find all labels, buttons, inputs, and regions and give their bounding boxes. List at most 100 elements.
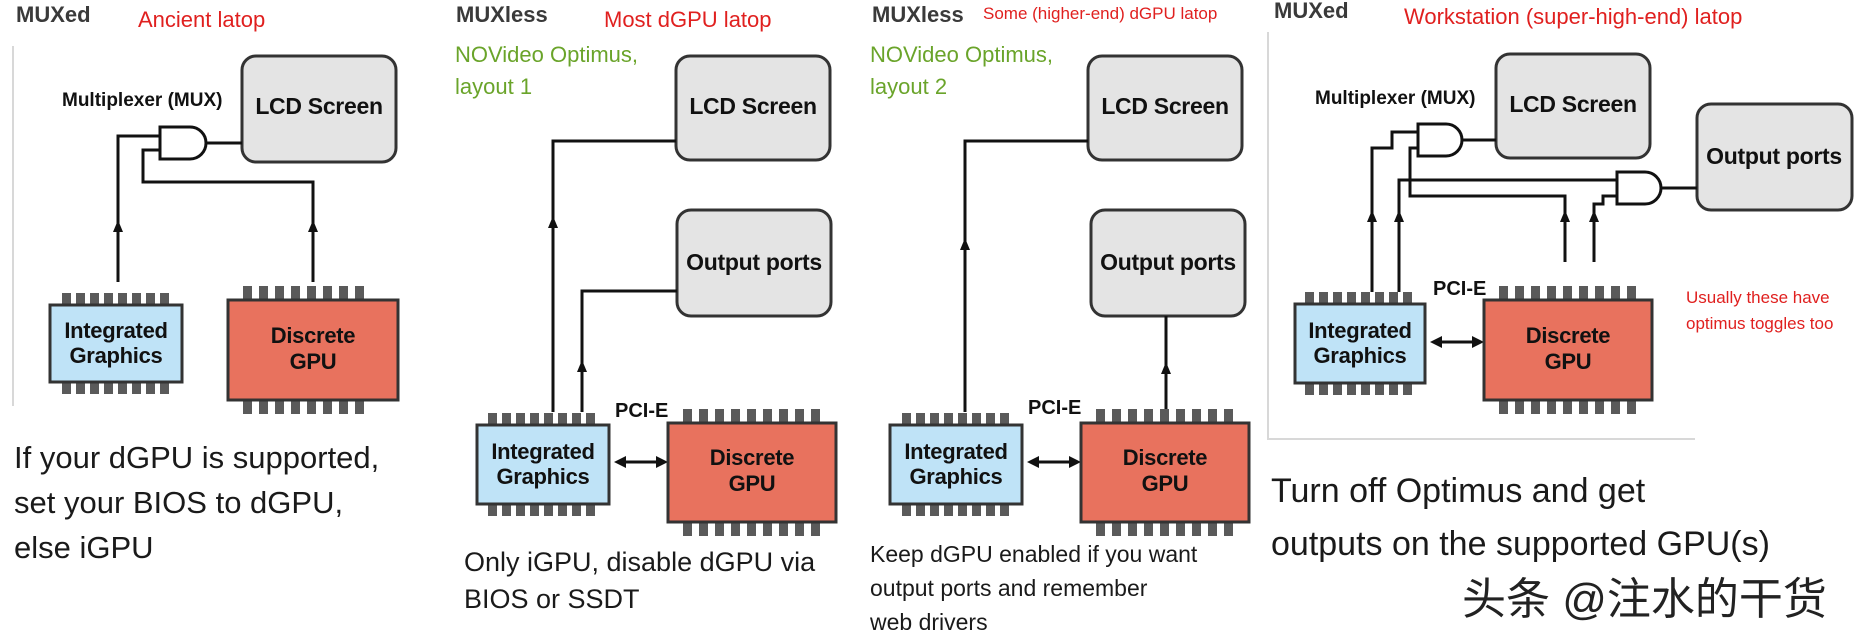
- panel-2-lcd-label: LCD Screen: [689, 93, 816, 119]
- panel-1-igpu-wire: [116, 134, 160, 282]
- panel-2-subtitle: Most dGPU latop: [604, 7, 772, 32]
- panel-3-header: MUXless: [872, 2, 964, 27]
- panel-4-arrow-1: [1367, 210, 1377, 222]
- panel-2: MUXless Most dGPU latop NOVideo Optimus,…: [455, 2, 838, 614]
- panel-3-caption-3: web drivers: [869, 609, 988, 635]
- panel-2-igpu-label-1: Integrated: [491, 439, 594, 464]
- panel-1-caption-1: If your dGPU is supported,: [14, 440, 379, 475]
- panel-3-igpu-label-2: Graphics: [910, 464, 1003, 489]
- panel-4-border-bottom: [1267, 438, 1695, 440]
- panel-4-arrow-3: [1560, 210, 1570, 222]
- panel-4-igpu-output-wire: [1397, 178, 1617, 292]
- panel-3-dgpu-label-2: GPU: [1142, 471, 1189, 496]
- panel-1-dgpu-label-2: GPU: [290, 349, 337, 374]
- panel-4-pcie-link: [1430, 336, 1484, 348]
- panel-1-subtitle: Ancient latop: [138, 7, 265, 32]
- panel-3-optimus-line-1: NOVideo Optimus,: [870, 42, 1053, 67]
- panel-3-lcd-label: LCD Screen: [1101, 93, 1228, 119]
- panel-4-dgpu-label-2: GPU: [1545, 349, 1592, 374]
- panel-4-igpu-lcd-wire: [1370, 130, 1418, 292]
- panel-4-caption-2: outputs on the supported GPU(s): [1271, 525, 1770, 563]
- panel-2-output-label: Output ports: [686, 249, 822, 275]
- panel-2-igpu-output-wire: [580, 289, 677, 412]
- panel-1-dgpu-chip: Discrete GPU: [226, 286, 400, 414]
- panel-4-arrow-2: [1394, 210, 1404, 222]
- panel-2-igpu-label-2: Graphics: [497, 464, 590, 489]
- panel-4-lcd-screen: [1494, 52, 1652, 160]
- panel-3-lcd-arrow: [960, 238, 970, 250]
- panel-4-dgpu-lcd-wire: [1408, 146, 1567, 262]
- panel-2-pcie-label: PCI-E: [615, 400, 668, 422]
- panel-2-pcie-link: [614, 456, 668, 468]
- panel-3-caption-1: Keep dGPU enabled if you want: [870, 541, 1198, 567]
- panel-4-arrow-4: [1589, 210, 1599, 222]
- panel-2-dgpu-label-1: Discrete: [710, 445, 794, 470]
- panel-3-output-ports: [1089, 208, 1247, 318]
- panel-2-output-ports: [675, 208, 833, 318]
- panel-3-pcie-label: PCI-E: [1028, 397, 1081, 419]
- panel-4-output-label: Output ports: [1706, 143, 1842, 169]
- panel-4-header: MUXed: [1274, 0, 1349, 23]
- panel-1-igpu-label-2: Graphics: [70, 343, 163, 368]
- panel-4-dgpu-output-wire: [1592, 194, 1617, 262]
- panel-2-dgpu-label-2: GPU: [729, 471, 776, 496]
- panel-3-igpu-label-1: Integrated: [904, 439, 1007, 464]
- panel-4-note-2: optimus toggles too: [1686, 314, 1833, 333]
- panel-1-mux-gate: [158, 125, 208, 161]
- panel-1-lcd-label: LCD Screen: [255, 93, 382, 119]
- panel-1-lcd-screen: [240, 54, 398, 164]
- panel-4-mux-gate-output: [1615, 170, 1663, 206]
- panel-4-pcie-label: PCI-E: [1433, 278, 1486, 300]
- panel-3-subtitle: Some (higher-end) dGPU latop: [983, 4, 1217, 23]
- panel-3-igpu-chip: Integrated Graphics: [888, 413, 1024, 516]
- panel-2-lcd-arrow: [548, 216, 558, 228]
- panel-1-border: [12, 46, 14, 406]
- panel-4-mux-gate-lcd: [1416, 122, 1464, 158]
- panel-2-lcd-screen: [674, 54, 832, 162]
- panel-2-caption-1: Only iGPU, disable dGPU via: [464, 547, 816, 577]
- panel-2-optimus-line-2: layout 1: [455, 74, 532, 99]
- panel-1-mux-label: Multiplexer (MUX): [62, 90, 222, 111]
- panel-4-caption-1: Turn off Optimus and get: [1271, 472, 1646, 510]
- panel-4-border-left: [1267, 32, 1269, 440]
- panel-2-output-arrow: [577, 360, 587, 372]
- watermark: 头条 @注水的干货: [1462, 575, 1827, 624]
- panel-1-caption-2: set your BIOS to dGPU,: [14, 485, 343, 520]
- panel-2-header: MUXless: [456, 2, 548, 27]
- panel-3-output-label: Output ports: [1100, 249, 1236, 275]
- panel-4: MUXed Workstation (super-high-end) latop…: [1267, 0, 1854, 563]
- panel-3-output-arrow: [1161, 362, 1171, 374]
- panel-4-igpu-label-1: Integrated: [1308, 318, 1411, 343]
- panel-2-caption-2: BIOS or SSDT: [464, 584, 640, 614]
- panel-1-caption-3: else iGPU: [14, 530, 154, 565]
- panel-3-lcd-screen: [1086, 54, 1244, 162]
- panel-3-dgpu-chip: Discrete GPU: [1079, 409, 1251, 536]
- panel-4-igpu-label-2: Graphics: [1314, 343, 1407, 368]
- panel-1-igpu-label-1: Integrated: [64, 318, 167, 343]
- panel-2-dgpu-chip: Discrete GPU: [666, 409, 838, 536]
- panel-4-lcd-label: LCD Screen: [1509, 91, 1636, 117]
- panel-1-igpu-chip: Integrated Graphics: [48, 293, 184, 394]
- panel-4-output-ports: [1695, 102, 1854, 212]
- panel-4-subtitle: Workstation (super-high-end) latop: [1404, 4, 1742, 29]
- panel-1-igpu-arrow: [113, 220, 123, 232]
- panel-2-igpu-lcd-wire: [551, 139, 676, 412]
- panel-4-dgpu-chip: Discrete GPU: [1482, 286, 1654, 414]
- panel-4-note-1: Usually these have: [1686, 288, 1830, 307]
- panel-1-dgpu-wire: [141, 148, 315, 282]
- panel-3-dgpu-label-1: Discrete: [1123, 445, 1207, 470]
- panel-3: MUXless Some (higher-end) dGPU latop NOV…: [869, 2, 1251, 635]
- panel-1: MUXed Ancient latop LCD Screen Multiplex…: [12, 2, 400, 565]
- panel-1-dgpu-label-1: Discrete: [271, 323, 355, 348]
- panel-4-igpu-chip: Integrated Graphics: [1293, 292, 1427, 395]
- panel-3-pcie-link: [1027, 456, 1081, 468]
- panel-1-dgpu-arrow: [308, 220, 318, 232]
- panel-3-caption-2: output ports and remember: [870, 575, 1148, 601]
- panel-2-optimus-line-1: NOVideo Optimus,: [455, 42, 638, 67]
- panel-4-dgpu-label-1: Discrete: [1526, 323, 1610, 348]
- panel-1-header: MUXed: [16, 2, 91, 27]
- panel-2-igpu-chip: Integrated Graphics: [475, 413, 611, 516]
- panel-4-mux-label: Multiplexer (MUX): [1315, 88, 1475, 109]
- panel-3-optimus-line-2: layout 2: [870, 74, 947, 99]
